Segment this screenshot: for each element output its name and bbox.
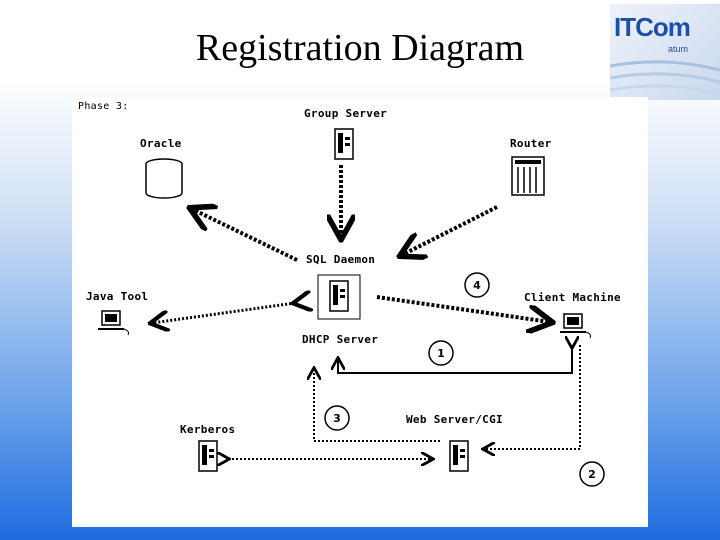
svg-text:2: 2 xyxy=(588,468,596,481)
logo-subtext: atum xyxy=(668,44,689,54)
edge-client-to-dhcp xyxy=(338,347,572,374)
node-label-client-machine: Client Machine xyxy=(524,291,621,304)
node-label-java-tool: Java Tool xyxy=(86,290,149,303)
edge-router-to-sql xyxy=(402,205,498,255)
diagram-canvas: 4 1 3 2 xyxy=(98,128,605,487)
kerberos-server-icon xyxy=(198,440,218,472)
group-server-icon xyxy=(334,128,354,160)
web-server-icon xyxy=(449,440,469,472)
java-tool-computer-icon xyxy=(98,310,129,336)
step-marker-1: 1 xyxy=(428,340,454,366)
node-label-group-server: Group Server xyxy=(304,107,388,120)
svg-text:1: 1 xyxy=(437,347,445,360)
logo-swoosh xyxy=(610,60,720,96)
node-label-kerberos: Kerberos xyxy=(180,423,236,436)
edge-web-to-dhcp xyxy=(314,369,440,442)
slide-title: Registration Diagram xyxy=(195,27,525,69)
node-label-dhcp-server: DHCP Server xyxy=(302,333,379,346)
client-machine-computer-icon xyxy=(560,313,591,339)
phase-label: Phase 3: xyxy=(78,101,129,112)
edge-sql-to-oracle xyxy=(192,209,298,262)
sql-daemon-server-icon xyxy=(317,274,361,320)
oracle-database-icon xyxy=(145,158,183,199)
logo-text: ITCom xyxy=(614,12,691,42)
step-marker-2: 2 xyxy=(579,461,605,487)
svg-text:4: 4 xyxy=(473,279,481,292)
node-label-router: Router xyxy=(510,137,552,150)
step-marker-3: 3 xyxy=(324,405,350,431)
itcom-logo: ITCom atum xyxy=(610,4,720,100)
edge-client-to-web xyxy=(484,345,581,449)
router-icon xyxy=(511,156,545,196)
node-label-oracle: Oracle xyxy=(140,137,182,150)
node-label-sql-daemon: SQL Daemon xyxy=(306,253,376,266)
node-label-web-server: Web Server/CGI xyxy=(406,413,503,426)
edge-sql-java xyxy=(152,303,295,323)
edge-sql-to-client xyxy=(376,295,550,322)
diagram-panel: 4 1 3 2 Phase 3: Group Server Oracle Rou… xyxy=(72,97,648,527)
svg-text:3: 3 xyxy=(333,412,341,425)
step-marker-4: 4 xyxy=(464,272,490,298)
